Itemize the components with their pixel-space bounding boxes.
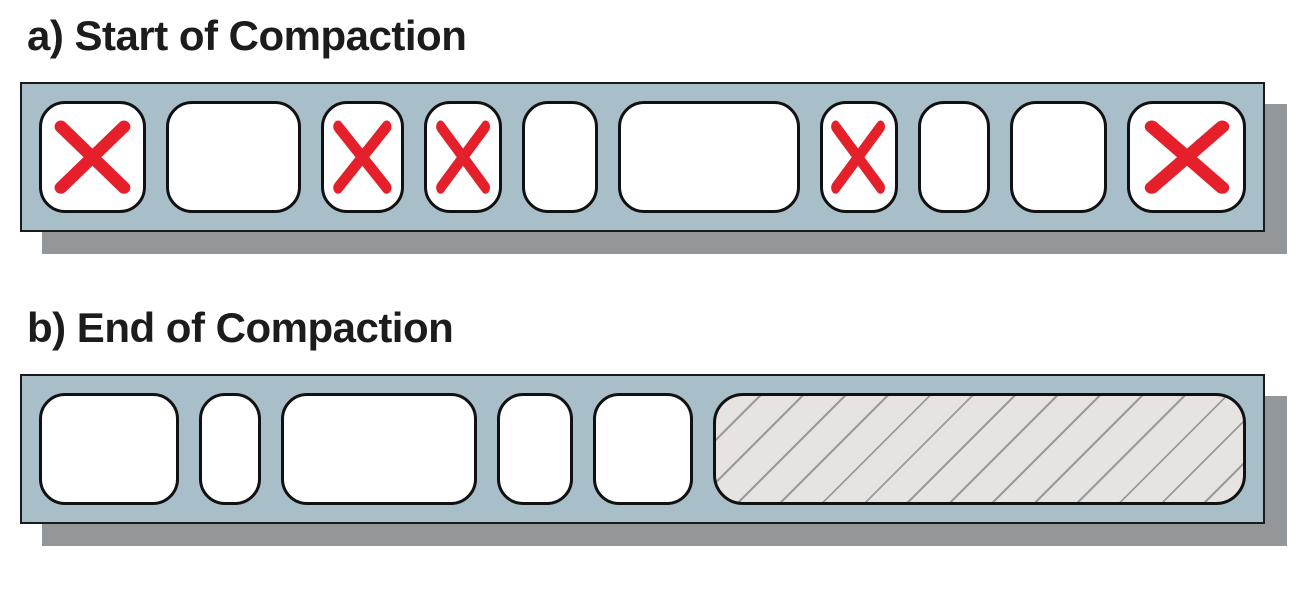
memory-block-used <box>497 393 573 505</box>
x-mark-icon <box>54 120 131 194</box>
memory-bar-start <box>20 82 1265 232</box>
memory-block-used <box>593 393 693 505</box>
memory-block-used <box>281 393 477 505</box>
memory-block-used <box>522 101 599 213</box>
panel-start-title: a) Start of Compaction <box>27 12 467 59</box>
x-mark-icon <box>333 120 392 194</box>
panel-start-of-compaction: a) Start of Compaction <box>20 12 1282 232</box>
memory-block-freed <box>424 101 503 213</box>
memory-block-freed <box>39 101 147 213</box>
memory-block-used <box>166 101 301 213</box>
panel-end-of-compaction: b) End of Compaction <box>20 304 1282 524</box>
memory-block-used <box>917 101 990 213</box>
memory-block-used <box>1009 101 1108 213</box>
memory-bar-end <box>20 374 1265 524</box>
memory-block-used <box>39 393 179 505</box>
free-space-region <box>713 393 1246 505</box>
panel-end-title: b) End of Compaction <box>27 304 454 351</box>
memory-block-freed <box>1127 101 1246 213</box>
memory-block-used <box>199 393 261 505</box>
x-mark-icon <box>1144 120 1229 194</box>
x-mark-icon <box>831 120 886 194</box>
memory-block-freed <box>320 101 405 213</box>
x-mark-icon <box>436 120 491 194</box>
memory-block-freed <box>819 101 898 213</box>
memory-block-used <box>618 101 800 213</box>
